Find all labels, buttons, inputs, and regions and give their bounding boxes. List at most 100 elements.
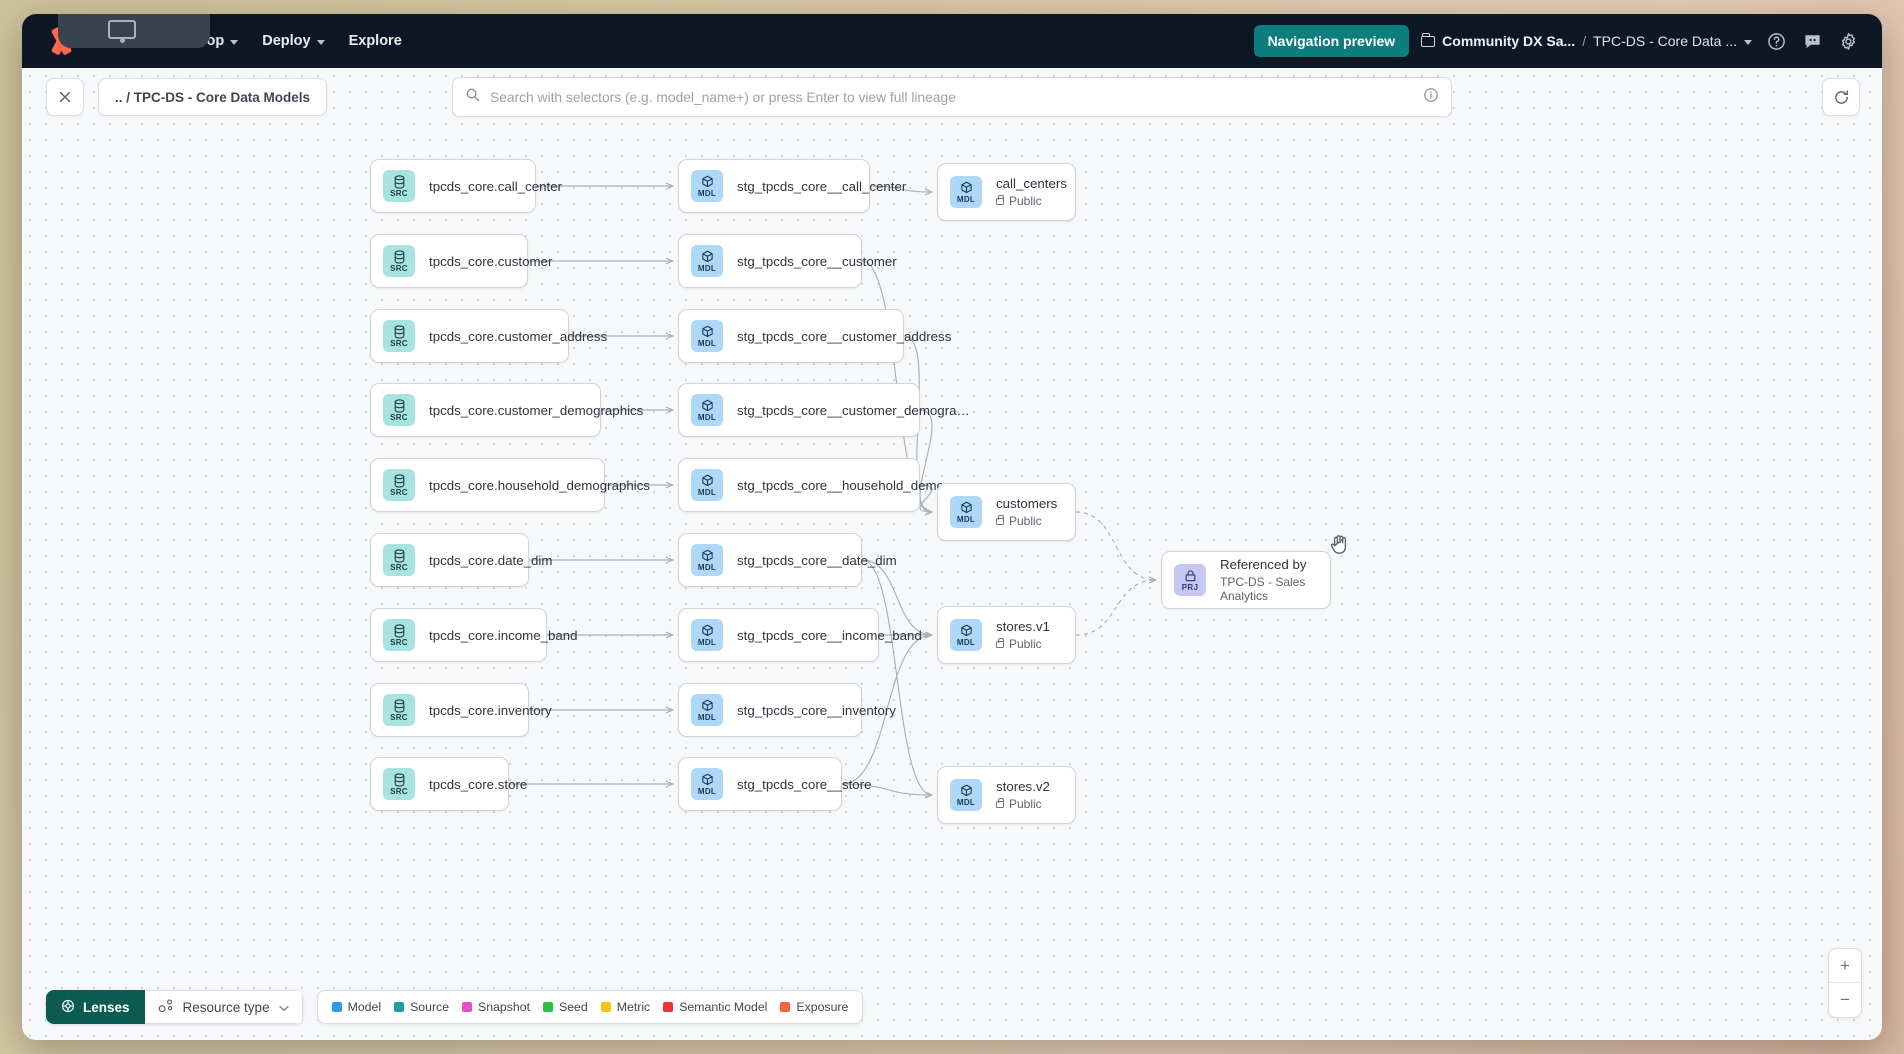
help-icon[interactable] — [1764, 29, 1788, 53]
graph-node-text: stg_tpcds_core__call_center — [737, 179, 906, 194]
graph-node-subtitle: Public — [996, 637, 1050, 651]
graph-node-text: stg_tpcds_core__inventory — [737, 703, 896, 718]
graph-node-text: stg_tpcds_core__income_band — [737, 628, 922, 643]
graph-node-title: tpcds_core.customer_demographics — [429, 402, 644, 418]
lineage-edge — [1075, 580, 1156, 636]
legend-item-semantic-model[interactable]: Semantic Model — [663, 1000, 767, 1014]
mdl-badge-icon: MDL — [950, 779, 982, 811]
navigation-preview-button[interactable]: Navigation preview — [1253, 25, 1410, 57]
graph-node-mdl-stg-date-dim[interactable]: MDL stg_tpcds_core__date_dim — [678, 533, 897, 587]
legend-item-source[interactable]: Source — [394, 1000, 449, 1014]
graph-node-text: tpcds_core.inventory — [429, 703, 552, 718]
mdl-badge-icon: MDL — [691, 694, 723, 726]
graph-node-text: stg_tpcds_core__date_dim — [737, 553, 897, 568]
lock-icon — [996, 514, 1004, 525]
badge-label: SRC — [390, 487, 408, 497]
resource-type-legend: Model Source Snapshot Seed Metric Semantic Mo… — [316, 990, 864, 1024]
legend-item-metric[interactable]: Metric — [600, 1000, 650, 1014]
graph-node-src-inventory[interactable]: SRC tpcds_core.inventory — [370, 683, 552, 737]
resource-type-dropdown[interactable]: Resource type — [144, 990, 303, 1024]
badge-label: MDL — [697, 786, 717, 796]
badge-label: MDL — [697, 562, 717, 572]
legend-item-model[interactable]: Model — [331, 1000, 382, 1014]
breadcrumb-project[interactable]: TPC-DS - Core Data ... — [1593, 33, 1737, 49]
zoom-in-button[interactable]: + — [1829, 949, 1861, 983]
graph-node-title: stores.v1 — [996, 619, 1050, 634]
search-input[interactable] — [490, 89, 1413, 105]
legend-item-exposure[interactable]: Exposure — [780, 1000, 848, 1014]
info-icon[interactable] — [1423, 87, 1439, 108]
badge-label: SRC — [390, 712, 408, 722]
legend-label: Model — [347, 1000, 382, 1014]
top-navigation-bar: dbt Develop Deploy Explore Navigation pr… — [22, 14, 1882, 68]
mdl-badge-icon: MDL — [691, 544, 723, 576]
graph-node-title: tpcds_core.customer — [429, 253, 553, 269]
legend-label: Seed — [559, 1000, 588, 1014]
lock-icon — [996, 637, 1004, 648]
mdl-badge-icon: MDL — [691, 394, 723, 426]
badge-label: MDL — [697, 412, 717, 422]
mdl-badge-icon: MDL — [691, 320, 723, 352]
graph-node-title: call_centers — [996, 176, 1067, 191]
zoom-out-button[interactable]: − — [1840, 990, 1850, 1009]
legend-item-seed[interactable]: Seed — [543, 1000, 588, 1014]
mdl-badge-icon: MDL — [691, 469, 723, 501]
breadcrumb-account[interactable]: Community DX Sa... — [1442, 33, 1576, 49]
graph-node-text: tpcds_core.call_center — [429, 178, 563, 194]
legend-label: Exposure — [796, 1000, 849, 1014]
chevron-down-icon[interactable] — [1744, 39, 1752, 45]
badge-label: MDL — [956, 797, 976, 807]
graph-node-mdl-stg-inventory[interactable]: MDL stg_tpcds_core__inventory — [678, 683, 896, 737]
chevron-down-icon — [278, 1000, 289, 1015]
lenses-button[interactable]: Lenses — [46, 990, 145, 1024]
nav-item-deploy[interactable]: Deploy — [250, 26, 336, 56]
graph-node-mdl-stg-household-demographics[interactable]: MDL stg_tpcds_core__household_demogr… — [678, 458, 969, 512]
lock-icon — [996, 797, 1004, 808]
browser-tab-nub[interactable] — [58, 14, 210, 48]
chevron-down-icon — [316, 39, 325, 45]
settings-gear-icon[interactable] — [1836, 29, 1860, 53]
graph-node-text: tpcds_core.customer — [429, 253, 553, 269]
lineage-search-bar[interactable] — [452, 77, 1452, 117]
account-project-breadcrumb[interactable]: Community DX Sa... / TPC-DS - Core Data … — [1421, 33, 1752, 49]
legend-swatch-icon — [462, 1002, 473, 1012]
graph-node-title: tpcds_core.customer_address — [429, 328, 608, 344]
close-lineage-button[interactable] — [46, 78, 84, 116]
graph-node-title: stg_tpcds_core__store — [737, 776, 872, 792]
prj-badge-icon: PRJ — [1174, 564, 1206, 596]
graph-node-title: customers — [996, 496, 1058, 511]
graph-node-title: tpcds_core.call_center — [429, 178, 563, 194]
tab-thumbnail-icon — [108, 20, 136, 39]
graph-node-text: stg_tpcds_core__store — [737, 776, 872, 792]
refresh-button[interactable] — [1822, 78, 1860, 116]
breadcrumb-separator: / — [1582, 33, 1587, 49]
feedback-icon[interactable] — [1800, 29, 1824, 53]
graph-node-mdl-stg-store[interactable]: MDL stg_tpcds_core__store — [678, 757, 872, 811]
breadcrumb-chip[interactable]: .. / TPC-DS - Core Data Models — [98, 78, 328, 116]
legend-item-snapshot[interactable]: Snapshot — [462, 1000, 530, 1014]
nav-item-explore[interactable]: Explore — [337, 26, 414, 56]
graph-node-text: stg_tpcds_core__household_demogr… — [737, 478, 969, 493]
